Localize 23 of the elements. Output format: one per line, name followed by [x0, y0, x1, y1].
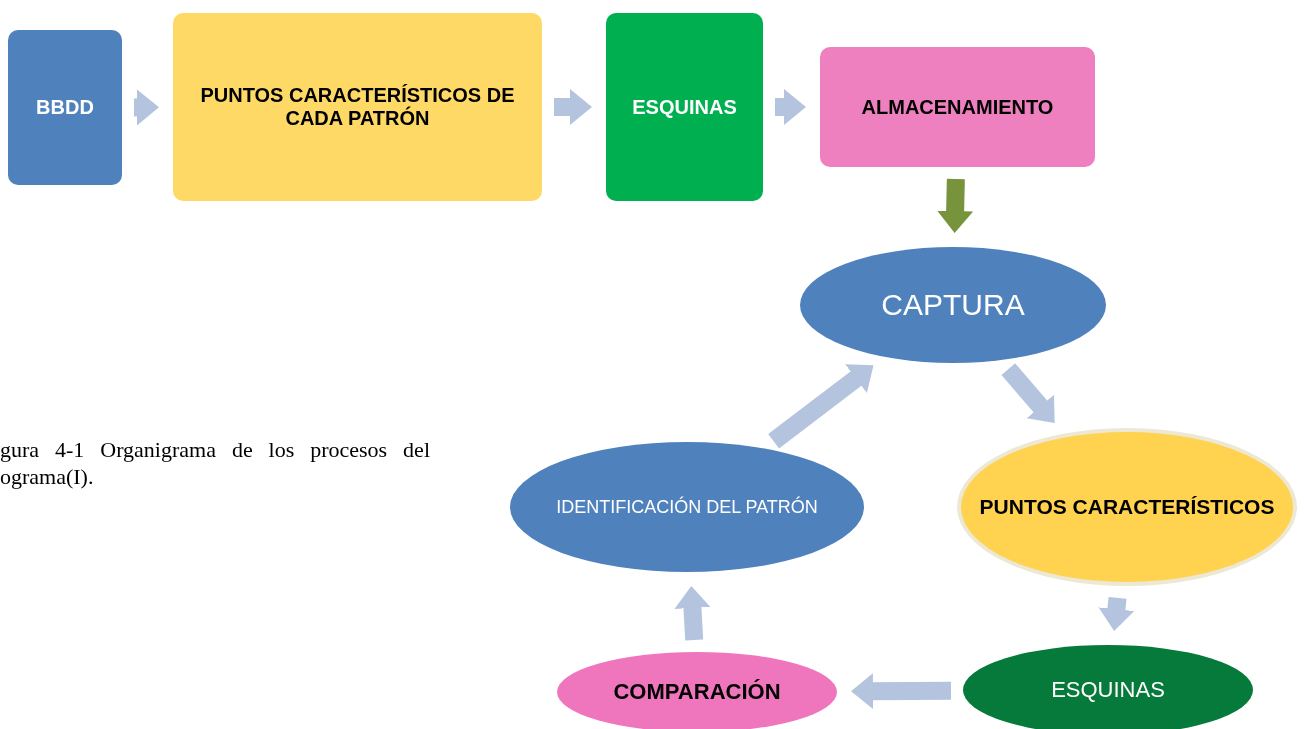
node-label: ESQUINAS — [632, 95, 737, 119]
process-box — [173, 13, 542, 201]
node-label: BBDD — [36, 96, 94, 119]
node-label: ESQUINAS — [1051, 677, 1165, 703]
block-arrow — [554, 89, 592, 125]
figure-caption: gura 4-1 Organigrama de los procesos del ograma(I). — [0, 436, 430, 490]
block-arrow — [134, 89, 159, 126]
process-box — [820, 47, 1095, 167]
block-arrow — [775, 89, 806, 125]
node-label: CAPTURA — [881, 288, 1025, 322]
block-arrow — [851, 673, 952, 710]
block-arrow — [1001, 363, 1055, 424]
node-label: PUNTOS CARACTERÍSTICOS DE CADA PATRÓN — [199, 84, 516, 130]
node-label: IDENTIFICACIÓN DEL PATRÓN — [556, 496, 818, 518]
process-box — [606, 13, 763, 201]
block-arrow — [1098, 596, 1135, 632]
block-arrow — [768, 364, 874, 449]
process-box — [8, 30, 122, 185]
block-arrow — [674, 585, 711, 641]
node-label: COMPARACIÓN — [613, 679, 781, 705]
node-label: PUNTOS CARACTERÍSTICOS — [979, 495, 1275, 519]
node-label: ALMACENAMIENTO — [861, 95, 1054, 119]
block-arrow — [937, 178, 974, 233]
